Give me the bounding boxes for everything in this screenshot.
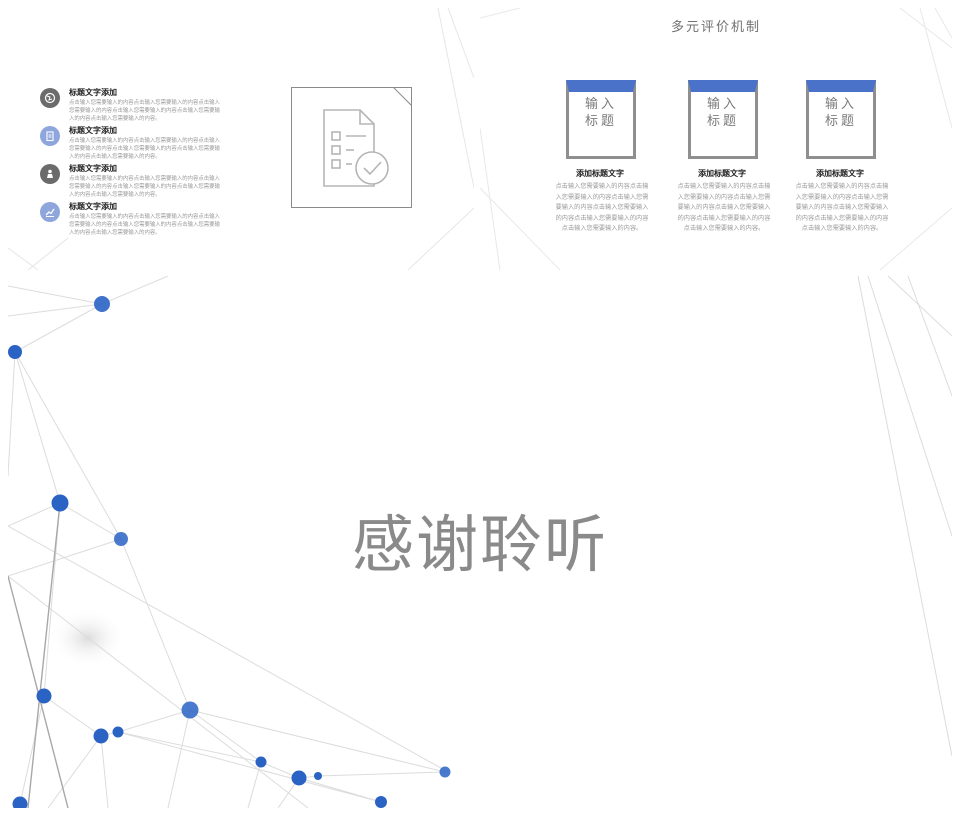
worker-icon — [40, 164, 60, 184]
title-box-line1: 输入 — [706, 97, 739, 112]
title-box-text: 输入 标题 — [809, 96, 873, 130]
list-item-title: 标题文字添加 — [69, 164, 117, 173]
card-title: 添加标题文字 — [698, 169, 746, 178]
title-box: 输入 标题 — [566, 80, 636, 159]
title-box-text: 输入 标题 — [691, 96, 755, 130]
background-lines — [480, 8, 952, 270]
list-item[interactable]: 标题文字添加 点击输入您需要输入的内容点击输入您需要输入的内容点击输入您需要输入… — [40, 126, 230, 164]
closing-title: 感谢聆听 — [351, 508, 608, 581]
slide-thumbnail-right[interactable]: 多元评价机制 输入 标题 添加标题文字 点击输入您需要输入的内容点击输入您需要输… — [480, 8, 952, 270]
list-item-desc: 点击输入您需要输入的内容点击输入您需要输入的内容点击输入您需要输入的内容点击输入… — [69, 176, 220, 199]
background-lines — [8, 8, 474, 270]
list-item-desc: 点击输入您需要输入的内容点击输入您需要输入的内容点击输入您需要输入的内容点击输入… — [69, 214, 220, 237]
slide-thumbnail-left[interactable]: 标题文字添加 点击输入您需要输入的内容点击输入您需要输入的内容点击输入您需要输入… — [8, 8, 474, 270]
list-item-title: 标题文字添加 — [69, 126, 117, 135]
list-item-title: 标题文字添加 — [69, 88, 117, 97]
feature-list: 标题文字添加 点击输入您需要输入的内容点击输入您需要输入的内容点击输入您需要输入… — [40, 88, 230, 240]
chart-up-icon — [40, 202, 60, 222]
title-box-line1: 输入 — [584, 97, 617, 112]
title-box-text: 输入 标题 — [569, 96, 633, 130]
list-item-desc: 点击输入您需要输入的内容点击输入您需要输入的内容点击输入您需要输入的内容点击输入… — [69, 100, 220, 123]
clipboard-icon — [40, 126, 60, 146]
card-title: 添加标题文字 — [576, 169, 624, 178]
list-item-desc: 点击输入您需要输入的内容点击输入您需要输入的内容点击输入您需要输入的内容点击输入… — [69, 138, 220, 161]
title-box-line2: 标题 — [584, 114, 617, 129]
card-body: 点击输入您需要输入的内容点击输入您需要输入的内容点击输入您需要输入的内容点击输入… — [795, 183, 889, 233]
title-box: 输入 标题 — [806, 80, 876, 159]
globe-icon — [40, 88, 60, 108]
card-title: 添加标题文字 — [816, 169, 864, 178]
network-graphic — [8, 276, 952, 808]
section-title: 多元评价机制 — [670, 20, 761, 35]
list-item-title: 标题文字添加 — [69, 202, 117, 211]
title-box-line2: 标题 — [824, 114, 857, 129]
slide-main[interactable]: 感谢聆听 — [8, 276, 952, 808]
document-check-icon — [323, 86, 413, 187]
list-item[interactable]: 标题文字添加 点击输入您需要输入的内容点击输入您需要输入的内容点击输入您需要输入… — [40, 164, 230, 202]
list-item[interactable]: 标题文字添加 点击输入您需要输入的内容点击输入您需要输入的内容点击输入您需要输入… — [40, 88, 230, 126]
card-body: 点击输入您需要输入的内容点击输入您需要输入的内容点击输入您需要输入的内容点击输入… — [555, 183, 649, 233]
title-box-line2: 标题 — [706, 114, 739, 129]
document-box[interactable] — [291, 86, 413, 208]
card-body: 点击输入您需要输入的内容点击输入您需要输入的内容点击输入您需要输入的内容点击输入… — [677, 183, 771, 233]
list-item[interactable]: 标题文字添加 点击输入您需要输入的内容点击输入您需要输入的内容点击输入您需要输入… — [40, 202, 230, 240]
title-box-line1: 输入 — [824, 97, 857, 112]
title-box: 输入 标题 — [688, 80, 758, 159]
